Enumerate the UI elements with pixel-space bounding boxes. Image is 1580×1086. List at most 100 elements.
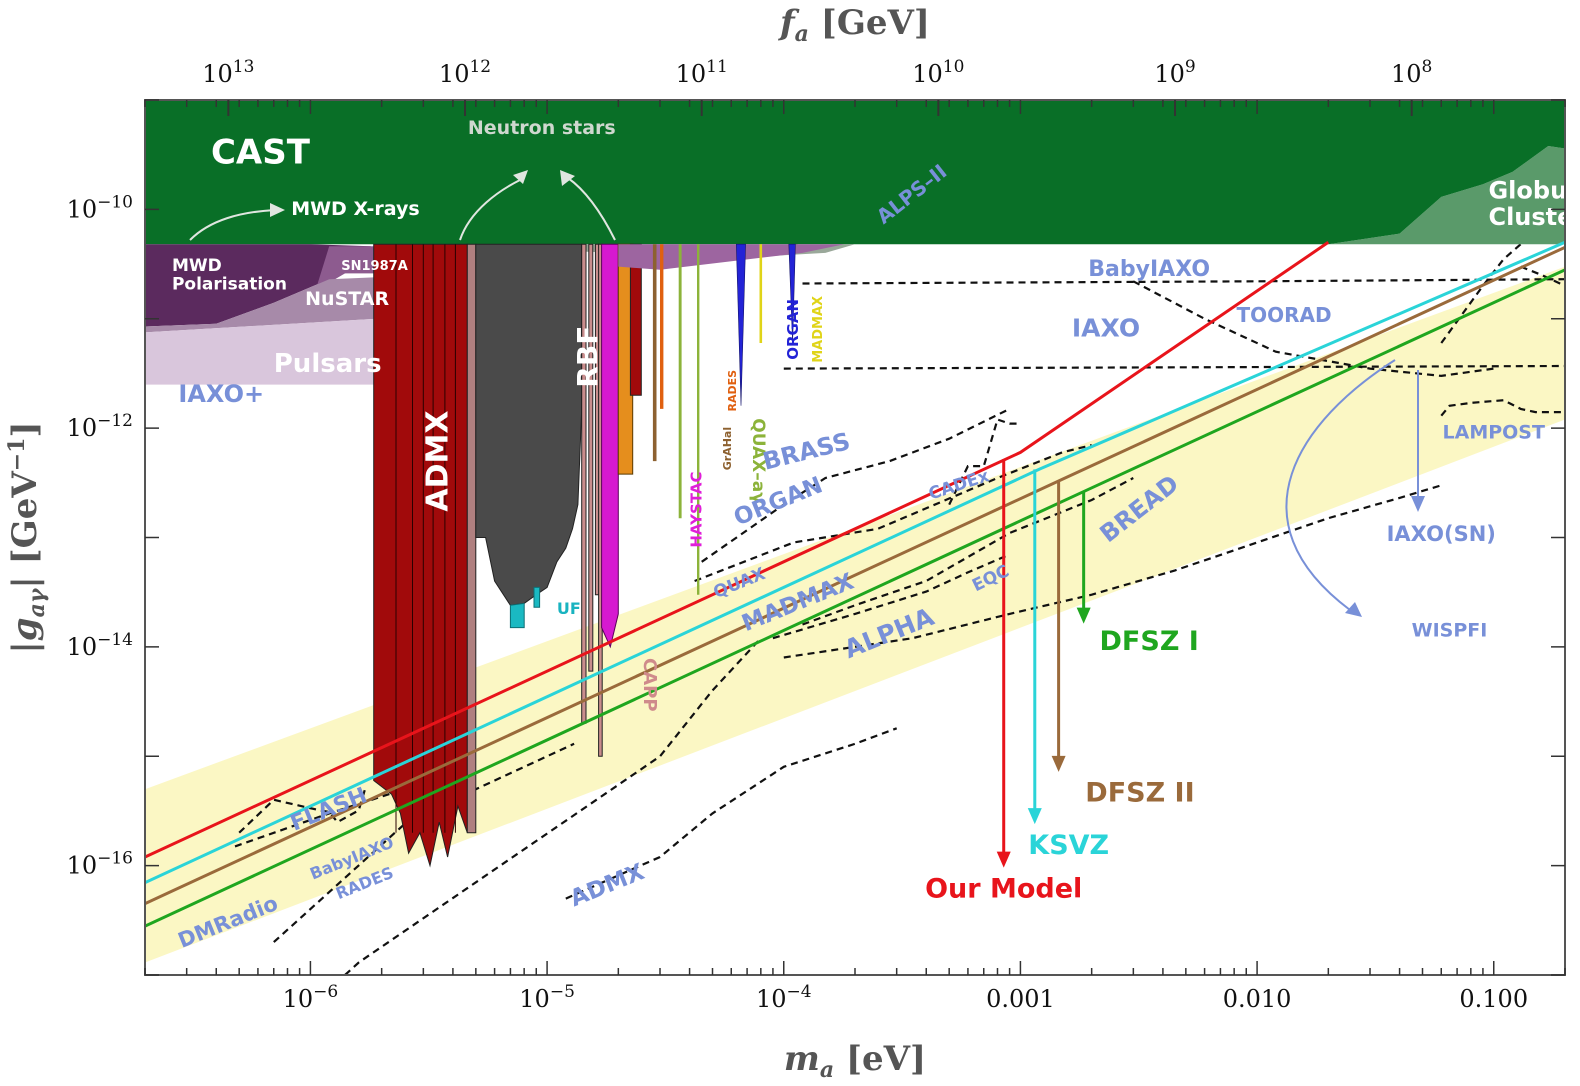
top-tick-label: 1010 [912, 57, 964, 88]
annotation-organ-12: ORGAN [730, 472, 826, 531]
y-tick-label: 10−12 [67, 411, 133, 442]
projection-curve-14 [1440, 399, 1565, 417]
top-tick-label: 1011 [676, 57, 728, 88]
rbf-region [475, 243, 583, 606]
mwd-xrays-arrow-curve [189, 209, 276, 241]
top-tick-label: 109 [1154, 57, 1195, 88]
projection-curve-16 [1520, 265, 1565, 287]
mwd-xrays-arrow-head [270, 203, 285, 217]
pulsars-region [145, 318, 377, 385]
model-line-ksvz [145, 240, 1565, 884]
region-label-nustar: NuSTAR [305, 288, 389, 310]
annotation-babyiaxo-4: BabyIAXO [1088, 257, 1210, 282]
wispfi-arrow-head [1345, 602, 1362, 617]
projection-curve-3 [273, 742, 575, 943]
region-label-uf: UF [557, 599, 581, 618]
cast-region [145, 100, 1565, 245]
organ-region [735, 243, 746, 406]
y-axis-title: |gaγ| [GeV−1] [4, 421, 50, 653]
projection-curve-10 [565, 727, 898, 900]
region-label-organ: ORGAN [784, 299, 802, 360]
region-label-admx-small: ADMX [720, 328, 730, 358]
x-tick-label: 0.100 [1459, 985, 1528, 1013]
region-label-haystac: HAYSTAC [688, 472, 706, 548]
label-ksvz: KSVZ [1028, 830, 1109, 861]
label-dfsz-ii: DFSZ II [1085, 778, 1194, 809]
arrow-head-dfsz-ii [1051, 755, 1066, 772]
annotation-mwd-x-rays-1: MWD X-rays [291, 198, 420, 220]
region-label-globular-cluster: GlobularCluster [1488, 177, 1580, 231]
neutron-stars-arrow-right-head [560, 170, 575, 186]
projection-curve-6 [701, 407, 1011, 563]
quax-region-1 [678, 244, 682, 519]
neutron-stars-arrow-right-curve [567, 177, 616, 241]
plot-area [145, 100, 1565, 975]
quax-region-2 [697, 244, 700, 595]
region-label-quax-ay: QUAX–aγ [748, 418, 768, 504]
grahal-region [652, 244, 657, 462]
haystac-region [601, 243, 619, 649]
region-label-capp: CAPP [639, 658, 660, 712]
model-line-our-model [145, 241, 1330, 859]
annotation-iaxo-6: IAXO+ [178, 380, 264, 408]
region-label-grahal: GrAHal [721, 427, 734, 470]
uf-region-2 [533, 586, 541, 608]
x-tick-label: 0.010 [1223, 985, 1292, 1013]
top-tick-label: 1012 [439, 57, 491, 88]
region-label-madmax: MADMAX [811, 296, 826, 363]
region-label-rbf: RBF [571, 326, 604, 388]
region-label-admx: ADMX [421, 410, 456, 511]
organ-region-2 [788, 243, 796, 344]
capp-strip-left [466, 243, 477, 834]
top-axis-title: fa [GeV] [778, 3, 930, 47]
projection-curve-11 [783, 364, 1565, 370]
annotation-brass-11: BRASS [760, 427, 853, 476]
projection-curve-1 [344, 637, 762, 975]
x-axis-title: ma [eV] [784, 1039, 926, 1083]
projection-curve-19 [948, 418, 1021, 506]
rades-region [660, 244, 664, 409]
neutron-stars-arrow-left-head [513, 170, 528, 184]
neutron-stars-arrow-left-curve [459, 179, 521, 241]
arrow-head-ksvz [1027, 808, 1042, 825]
model-line-dfsz-ii [145, 245, 1565, 905]
region-label-pulsars: Pulsars [274, 349, 382, 379]
neutron-star-region [618, 244, 845, 270]
nustar-region [145, 277, 377, 333]
annotation-wispfi-10: WISPFI [1412, 619, 1488, 641]
top-tick-label: 1013 [202, 57, 254, 88]
y-tick-label: 10−14 [67, 630, 133, 661]
annotation-iaxo-5: IAXO [1072, 313, 1140, 342]
admx-region [373, 243, 468, 868]
projection-curve-9 [783, 484, 1442, 659]
mwd-polarisation-region [145, 244, 371, 327]
globular-cluster-region [145, 146, 1565, 245]
annotation-lampost-8: LAMPOST [1443, 422, 1545, 444]
region-label-cast: CAST [211, 133, 311, 173]
top-tick-label: 108 [1391, 57, 1432, 88]
projection-curve-5 [694, 444, 1092, 583]
iaxo-sn-arrow-head [1411, 496, 1425, 512]
capp-region-2 [588, 243, 594, 672]
annotation-iaxo-sn-9: IAXO(SN) [1387, 522, 1496, 546]
arrow-head-our-model [996, 851, 1011, 868]
annotation-neutron-stars-2: Neutron stars [468, 117, 616, 139]
uf-region-1 [509, 602, 525, 629]
x-tick-label: 10−4 [756, 982, 812, 1013]
madmax-region [759, 244, 763, 343]
projection-curve-8 [772, 553, 1011, 640]
y-tick-label: 10−16 [67, 849, 133, 880]
model-line-dfsz-i [145, 268, 1565, 928]
region-label-cast-capp: CAST-CAPP [708, 448, 721, 516]
region-label-sn1987a: SN1987A [341, 259, 408, 274]
label-dfsz-i: DFSZ I [1100, 626, 1199, 657]
arrow-head-dfsz-i [1076, 607, 1091, 624]
x-tick-label: 10−6 [283, 982, 339, 1013]
region-label-rades: RADES [726, 370, 739, 412]
wispfi-arrow-curve [1285, 359, 1396, 611]
capp-region-1 [581, 243, 587, 724]
y-tick-label: 10−10 [67, 192, 133, 223]
